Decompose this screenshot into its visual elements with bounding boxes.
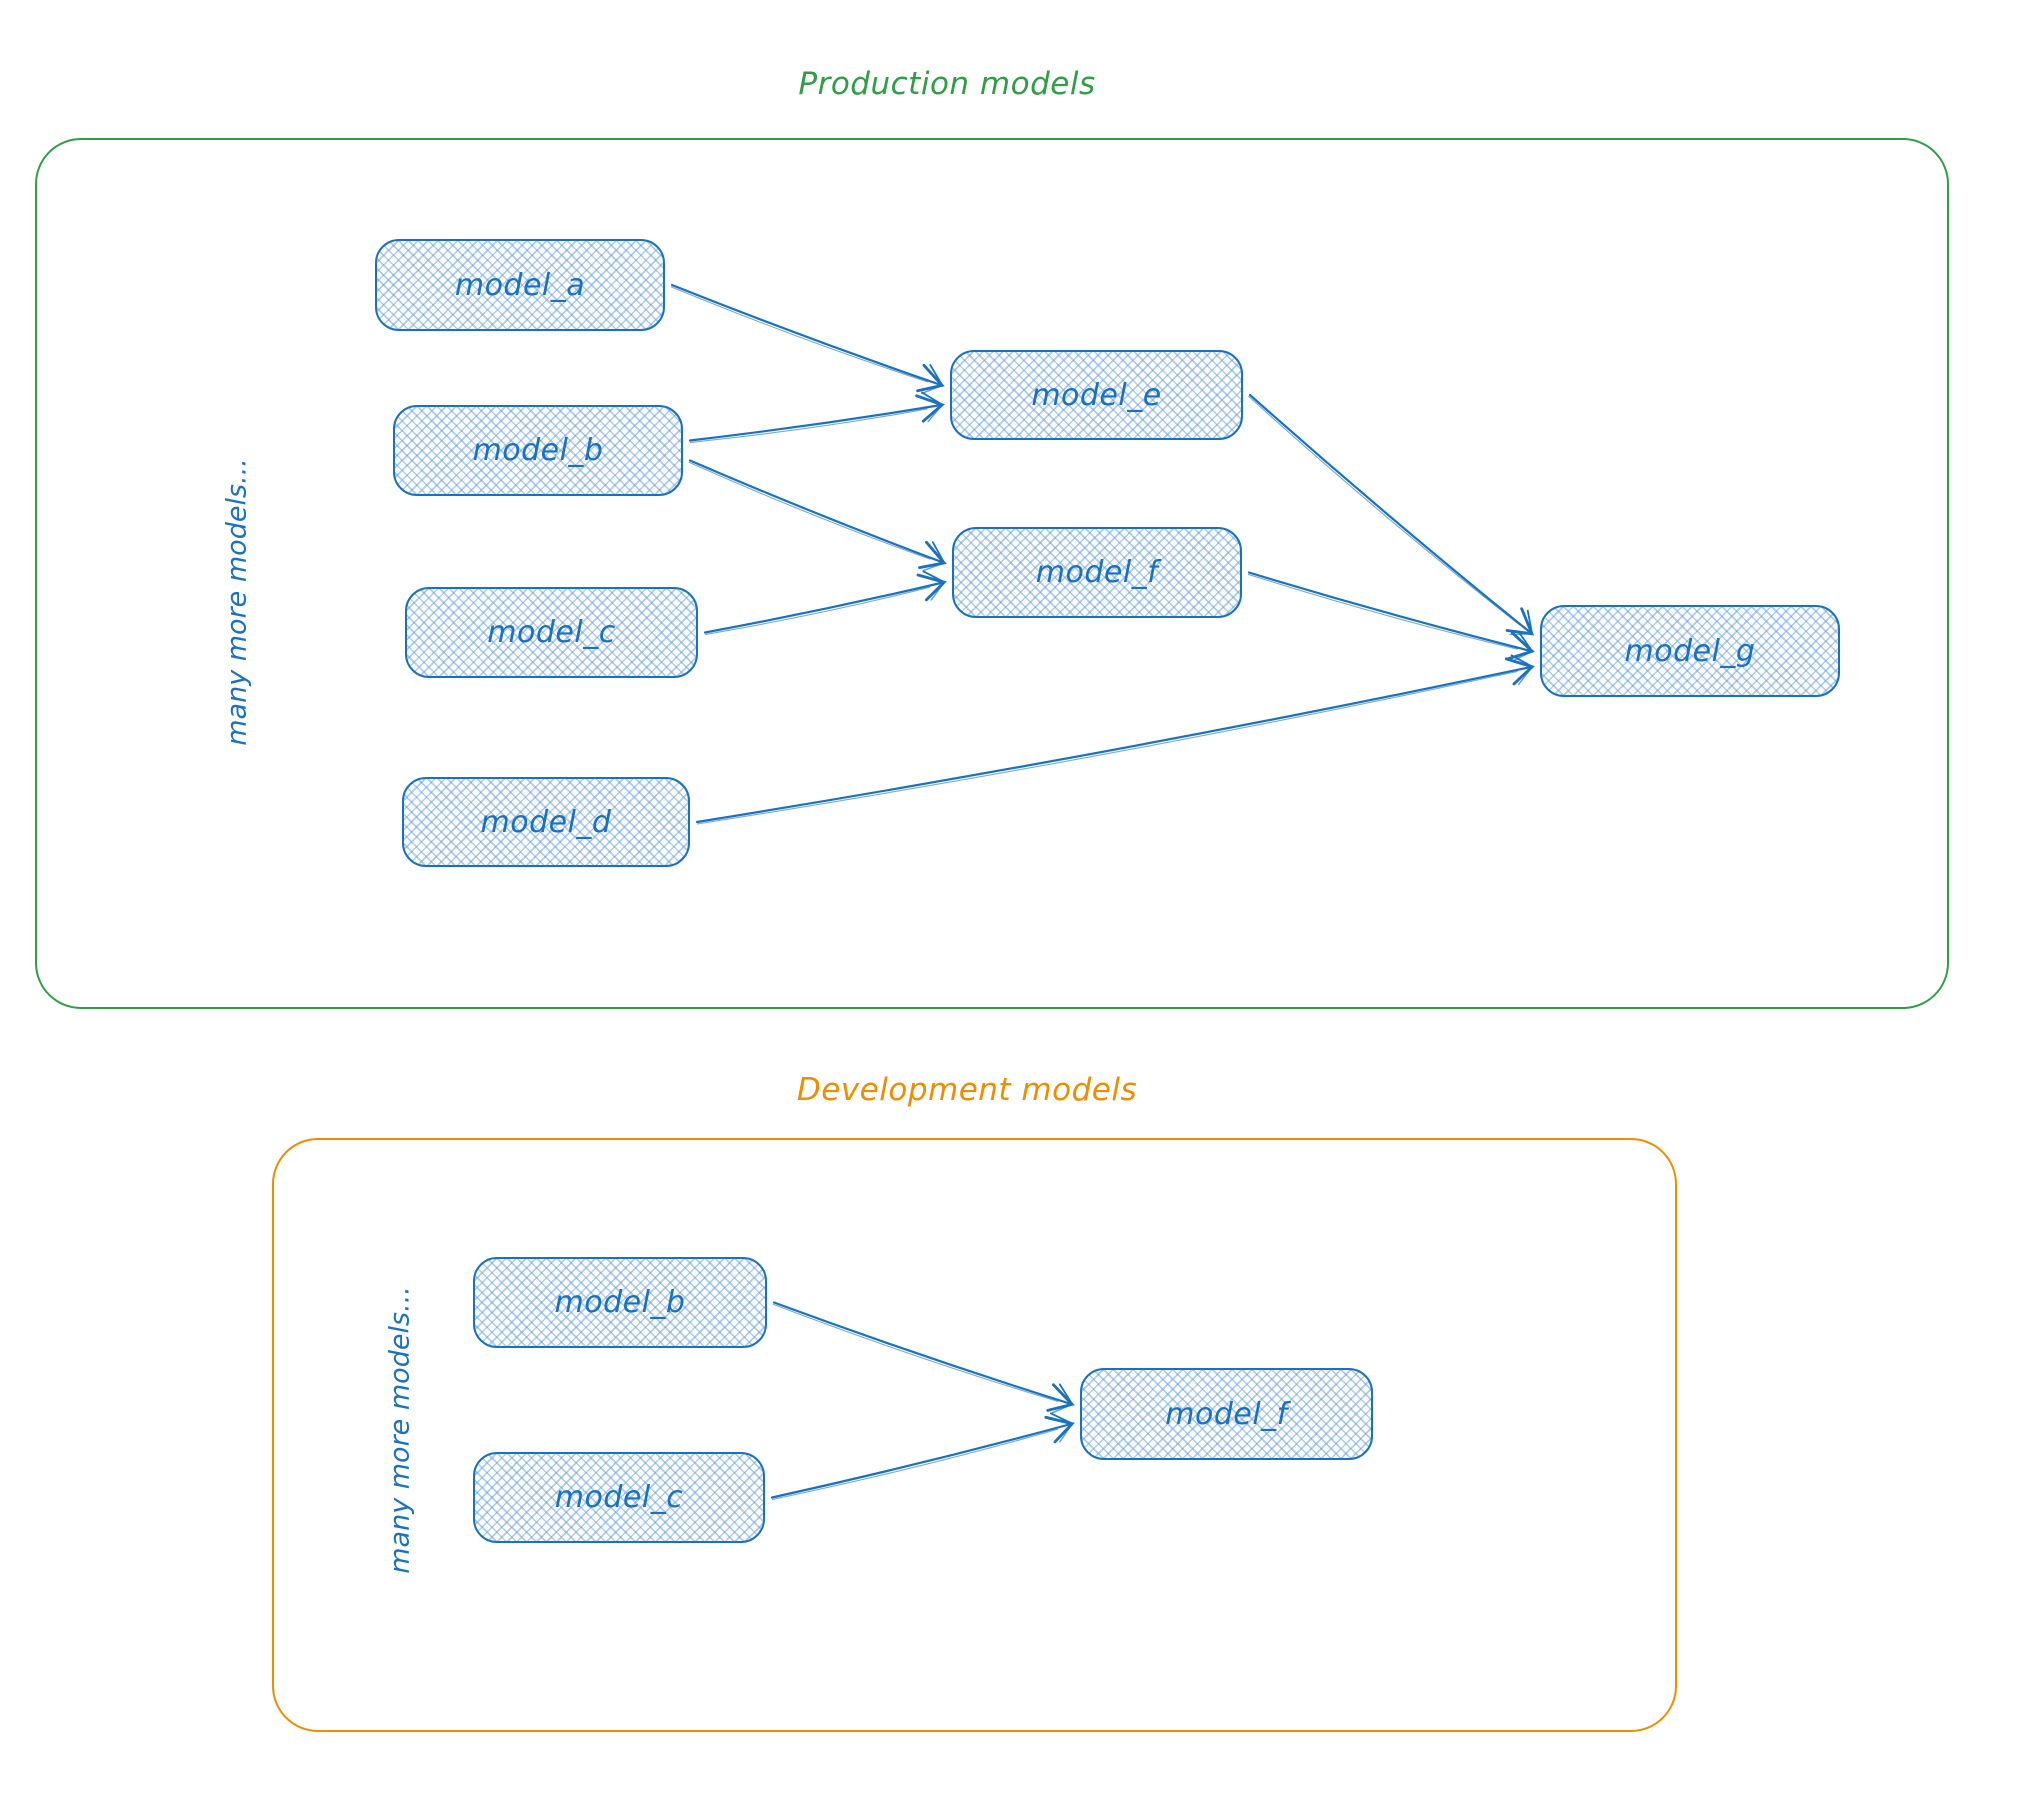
node-model_f-development: model_f	[1080, 1368, 1373, 1460]
node-model_b-development: model_b	[473, 1257, 767, 1348]
production-section-title: Production models	[798, 66, 1096, 102]
node-label: model_f	[1035, 555, 1159, 590]
node-label: model_b	[554, 1285, 686, 1320]
node-model_g-production: model_g	[1540, 605, 1840, 697]
node-model_a-production: model_a	[375, 239, 665, 331]
production-section-frame	[35, 138, 1949, 1009]
node-label: model_g	[1624, 633, 1756, 669]
node-model_f-production: model_f	[952, 527, 1242, 618]
node-model_d-production: model_d	[402, 777, 690, 867]
node-label: model_f	[1165, 1396, 1288, 1432]
node-label: model_c	[487, 615, 616, 650]
node-model_b-production: model_b	[393, 405, 683, 496]
node-model_c-development: model_c	[473, 1452, 765, 1543]
node-label: model_a	[454, 267, 586, 303]
development-side-label: many more models...	[384, 1286, 416, 1574]
node-label: model_e	[1031, 377, 1162, 413]
node-label: model_d	[480, 804, 612, 840]
production-side-label: many more models...	[221, 458, 253, 746]
node-model_c-production: model_c	[405, 587, 698, 678]
development-section-frame	[272, 1138, 1677, 1732]
node-label: model_b	[472, 433, 604, 468]
development-section-title: Development models	[796, 1072, 1138, 1108]
node-model_e-production: model_e	[950, 350, 1243, 440]
node-label: model_c	[554, 1480, 684, 1515]
